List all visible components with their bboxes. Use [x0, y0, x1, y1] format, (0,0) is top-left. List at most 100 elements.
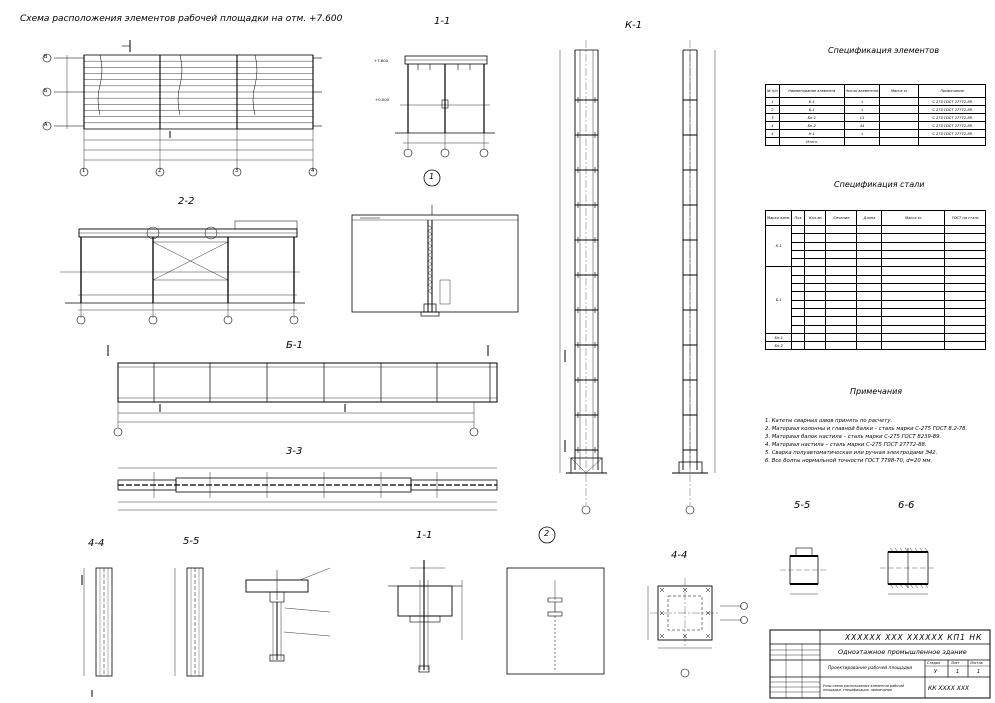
cell: [879, 105, 920, 114]
table-row: [766, 274, 986, 285]
cell: [791, 258, 806, 268]
spec-st-h-4: Длина: [856, 210, 883, 226]
cell: [879, 137, 920, 146]
drawing-line: [904, 547, 909, 553]
title-block-bottom-desc: Узлы схема расположения элементов рабоче…: [823, 684, 905, 693]
detail-4-4-bottom: [647, 578, 748, 678]
section-4-4-left-title: 4-4: [88, 538, 105, 549]
drawing-line: [705, 587, 711, 593]
axis-col-1: 1: [82, 168, 86, 174]
cell: [804, 291, 827, 301]
axis-col-2: 2: [158, 168, 162, 174]
cell: [825, 233, 858, 243]
cell: [944, 332, 986, 343]
cell: [944, 283, 986, 293]
cell: 4: [765, 121, 780, 130]
table-row: К-1: [764, 224, 986, 268]
cell: [804, 241, 827, 251]
cell: [856, 341, 883, 351]
cell: 44: [843, 121, 881, 130]
table-row: [766, 316, 986, 326]
cell: [825, 332, 858, 343]
cell: 3: [765, 113, 780, 122]
drawing-line: [919, 547, 924, 553]
level-top: +7.600: [374, 58, 389, 63]
cell: [881, 332, 946, 343]
axis-col-4: 4: [311, 168, 315, 174]
drawing-line: [659, 633, 665, 639]
spec-el-h-3: Масса кг: [879, 84, 920, 98]
section-5-5-left-title: 5-5: [183, 536, 200, 547]
cell: [856, 316, 883, 326]
plan-view: [54, 40, 322, 170]
section-4-4-bottom-title: 4-4: [671, 550, 688, 561]
cell: [804, 332, 827, 343]
title-block-code: XXXXXX XXX XXXXXX КП1 НК: [845, 633, 983, 642]
cell: [944, 224, 986, 235]
cell: [944, 241, 986, 251]
cell: [881, 274, 946, 285]
cell: [791, 316, 806, 326]
section-1-1-bottom-title: 1-1: [416, 530, 433, 541]
cell: [791, 233, 806, 243]
note-line-5: 5. Сварка полуавтоматическая или ручная …: [765, 450, 938, 456]
cell: [881, 324, 946, 334]
cell: [918, 137, 986, 146]
cell: Итого: [778, 137, 845, 146]
node-1-detail: [351, 205, 519, 317]
title-block-org: КК ХХХХ ХХХ: [928, 685, 970, 692]
title-block-sheet-label: Лист: [951, 661, 960, 665]
cell: [791, 241, 806, 251]
section-5-5-right-title: 5-5: [794, 500, 811, 511]
table-row: Бн-2: [764, 341, 986, 351]
cell: 1: [843, 97, 881, 106]
detail-1-1-bottom: [388, 560, 463, 673]
cell: [791, 283, 806, 293]
cell: [881, 224, 946, 235]
cell: [881, 283, 946, 293]
cell: [856, 283, 883, 293]
cell: Бн-2: [764, 341, 793, 351]
cell: [881, 258, 946, 268]
table-row: [766, 283, 986, 293]
drawing-line: [659, 610, 665, 616]
drawing-line: [889, 547, 894, 553]
spec-el-h-2: Число элементов: [843, 84, 881, 98]
spec-st-h-2: Кол-во: [804, 210, 827, 226]
cell: [856, 291, 883, 301]
cell: [825, 341, 858, 351]
cell: [804, 324, 827, 334]
cell: [804, 299, 827, 309]
cell: [879, 121, 920, 130]
cell: [944, 316, 986, 326]
cell: Бн-1: [778, 113, 845, 122]
drawing-line: [889, 583, 894, 589]
cell: [856, 258, 883, 268]
cell: [791, 224, 806, 235]
cell: [791, 324, 806, 334]
spec-elements-table: № п/п Наименование элемента Число элемен…: [765, 84, 986, 146]
cell: [856, 266, 883, 276]
drawing-line: [924, 583, 929, 589]
cell: [804, 307, 827, 318]
table-row: [766, 241, 986, 251]
cell: [791, 274, 806, 285]
detail-5-5-right: [780, 547, 828, 595]
cell: 2: [765, 105, 780, 114]
cell: К-1: [778, 97, 845, 106]
cell: [879, 129, 920, 138]
drawing-line: [705, 610, 711, 616]
cell: [825, 224, 858, 235]
cell: Бн-1: [764, 332, 793, 343]
section-2-2: [60, 220, 305, 325]
cell: [791, 299, 806, 309]
cell: [944, 299, 986, 309]
cell: [881, 316, 946, 326]
cell: [881, 291, 946, 301]
cell: 11: [843, 113, 881, 122]
spec-el-h-1: Наименование элемента: [778, 84, 845, 98]
